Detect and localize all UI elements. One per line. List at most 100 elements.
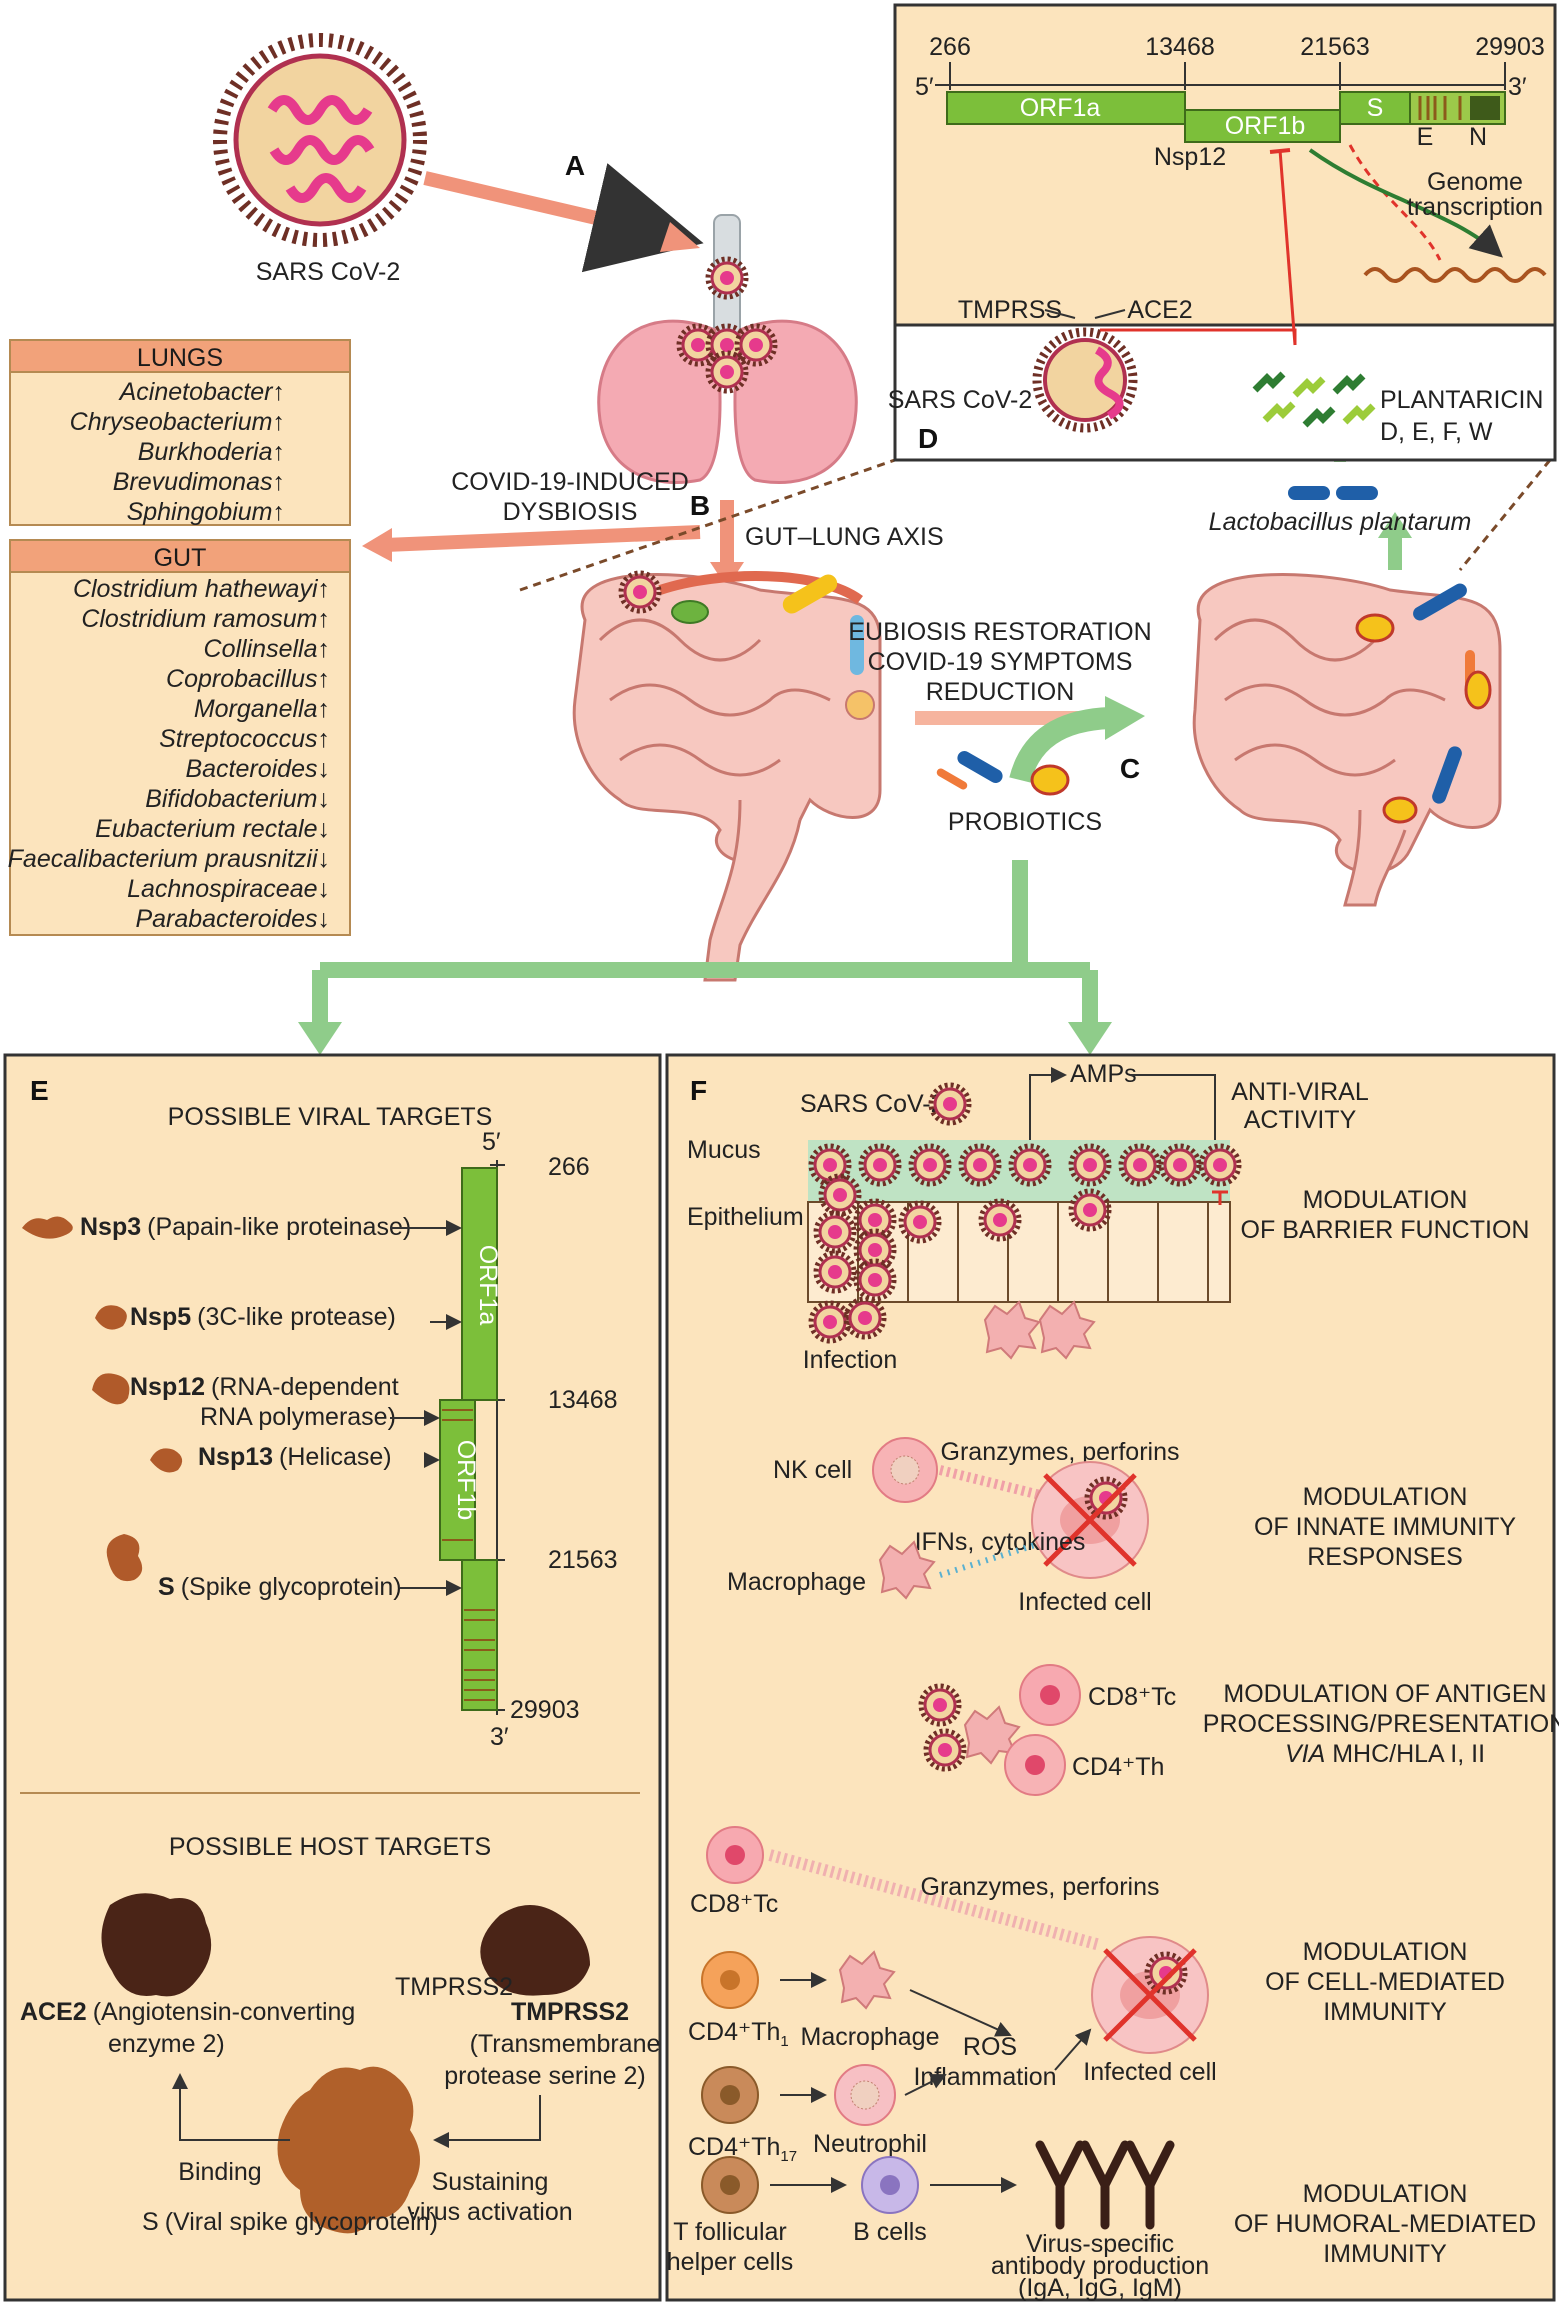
cd4-th1-label-text: CD4⁺Th xyxy=(688,2018,780,2046)
nsp5-protein-icon xyxy=(95,1305,127,1330)
genome-three-prime: 3′ xyxy=(1508,73,1527,101)
plantaricin-types: D, E, F, W xyxy=(1380,418,1493,446)
nsp13-name: Nsp13(Helicase) xyxy=(198,1443,392,1471)
antigen-line2: PROCESSING/PRESENTATION xyxy=(1203,1710,1559,1738)
lungs-microbiota-box: LUNGS Acinetobacter↑ Chryseobacterium↑ B… xyxy=(9,339,351,526)
cd4-th17-sub: 17 xyxy=(780,2148,797,2165)
innate-line2: OF INNATE IMMUNITY xyxy=(1254,1513,1516,1541)
b-cell-icon xyxy=(861,2156,919,2214)
gut-microbiota-box: GUT Clostridium hathewayi↑ Clostridium r… xyxy=(8,539,351,936)
humoral-line1: MODULATION xyxy=(1303,2180,1468,2208)
gut-item: Bifidobacterium↓ xyxy=(145,785,330,813)
orf1b-segment xyxy=(1184,109,1341,143)
ros-label: ROS xyxy=(963,2033,1017,2061)
nsp3-name-text: Nsp3 xyxy=(80,1213,141,1241)
panel-label-c: C xyxy=(1120,753,1140,784)
e-orf1a-label: ORF1a xyxy=(474,1245,502,1326)
cell-mediated-line3: IMMUNITY xyxy=(1323,1998,1447,2026)
e-orf1b-segment xyxy=(439,1399,476,1561)
spike-name-text: S xyxy=(158,1573,175,1601)
panel-label-d: D xyxy=(918,423,938,454)
neutrophil-icon xyxy=(834,2064,896,2126)
probiotics-arrow xyxy=(1009,707,1111,784)
panel-f: F SARS CoV-2 AMPs ANTI-VIRAL ACTIVITY Mu… xyxy=(665,1053,1559,2302)
amps-label: AMPs xyxy=(1070,1060,1137,1088)
gut-item: Morganella↑ xyxy=(194,695,330,723)
humoral-line3: IMMUNITY xyxy=(1323,2240,1447,2268)
gut-item: Clostridium ramosum↑ xyxy=(81,605,330,633)
spike-host-name-text: S xyxy=(142,2208,159,2236)
tfh-label-line1: T follicular xyxy=(673,2218,786,2246)
infection-label: Infection xyxy=(803,1346,898,1374)
e-three-prime: 3′ xyxy=(490,1723,509,1751)
nsp5-name-text: Nsp5 xyxy=(130,1303,191,1331)
tfh-label-line2: helper cells xyxy=(667,2248,793,2276)
eubiosis-label-line2: COVID-19 SYMPTOMS xyxy=(868,648,1133,676)
genome-pos-266: 266 xyxy=(929,33,971,61)
spike-host-desc: (Viral spike glycoprotein) xyxy=(165,2208,438,2236)
nsp5-name: Nsp5(3C-like protease) xyxy=(130,1303,396,1331)
nk-cell-icon xyxy=(872,1437,938,1503)
lungs-item: Acinetobacter↑ xyxy=(118,378,285,406)
antibody-icon xyxy=(1035,2140,1175,2230)
macrophage-icon-2 xyxy=(838,1950,896,2010)
probiotics-distribution-arrow xyxy=(312,860,1098,1030)
lactobacillus-arrow-head xyxy=(1378,512,1412,538)
mucus-label: Mucus xyxy=(687,1136,761,1164)
s-segment xyxy=(1339,91,1411,125)
nsp12-protein-icon xyxy=(92,1373,130,1405)
e-five-prime: 5′ xyxy=(482,1128,501,1156)
e-label: E xyxy=(1417,123,1434,151)
tfh-cell-icon xyxy=(701,2156,759,2214)
macrophage-label-1: Macrophage xyxy=(727,1568,866,1596)
innate-line1: MODULATION xyxy=(1303,1483,1468,1511)
genome-five-prime: 5′ xyxy=(915,73,934,101)
cd8-tc-icon-1 xyxy=(1019,1664,1081,1726)
immune-cell-icon xyxy=(983,1300,1096,1360)
viral-targets-title: POSSIBLE VIRAL TARGETS xyxy=(168,1103,493,1131)
lungs-item: Brevudimonas↑ xyxy=(113,468,285,496)
arrow-head-to-f xyxy=(1068,1022,1112,1055)
gut-item: Parabacteroides↓ xyxy=(135,905,330,933)
ace2-label: ACE2 xyxy=(1127,296,1192,324)
virus-d-label: SARS CoV-2 xyxy=(888,386,1033,414)
ace2-desc-text: (Angiotensin-converting xyxy=(93,1998,356,2026)
antibody-label-line3: (IgA, IgG, IgM) xyxy=(1018,2274,1182,2302)
antigen-line1: MODULATION OF ANTIGEN xyxy=(1223,1680,1546,1708)
sustaining-label-line2: virus activation xyxy=(407,2198,572,2226)
dysbiosis-arrow-head xyxy=(362,528,392,562)
spike-host-name: S(Viral spike glycoprotein) xyxy=(142,2208,438,2236)
macrophage-label-2: Macrophage xyxy=(801,2023,940,2051)
orf1b-label: ORF1b xyxy=(1225,112,1306,140)
panel-label-e: E xyxy=(30,1075,49,1106)
nsp3-desc: (Papain-like proteinase) xyxy=(147,1213,411,1241)
neutrophil-label: Neutrophil xyxy=(813,2130,927,2158)
antibody-label-line1: Virus-specific xyxy=(1026,2230,1174,2258)
binding-label: Binding xyxy=(178,2158,261,2186)
cell-mediated-line2: OF CELL-MEDIATED xyxy=(1265,1968,1505,1996)
cell-mediated-line1: MODULATION xyxy=(1303,1938,1468,1966)
epithelium-label: Epithelium xyxy=(687,1203,804,1231)
e-pos-266: 266 xyxy=(548,1153,590,1181)
zoom-line-right xyxy=(1458,459,1552,571)
cd8-tc-label-2: CD8⁺Tc xyxy=(690,1890,778,1918)
panel-label-b: B xyxy=(690,490,710,521)
ace2-label-line1: ACE2(Angiotensin-converting xyxy=(20,1998,355,2026)
genome-pos-13468: 13468 xyxy=(1145,33,1215,61)
panel-label-a: A xyxy=(565,150,585,181)
genome-pos-21563: 21563 xyxy=(1300,33,1370,61)
dysbiosis-arrow xyxy=(384,525,701,552)
barrier-line2: OF BARRIER FUNCTION xyxy=(1241,1216,1530,1244)
granzymes-label-1: Granzymes, perforins xyxy=(941,1438,1180,1466)
dysbiosis-label-line1: COVID-19-INDUCED xyxy=(451,468,689,496)
antibody-label-line2: antibody production xyxy=(991,2252,1209,2280)
nsp3-protein-icon xyxy=(22,1216,73,1239)
s-label: S xyxy=(1367,94,1384,122)
healthy-intestine-illustration xyxy=(1192,573,1502,907)
arrow-to-lungs xyxy=(423,163,704,273)
panel-label-f: F xyxy=(690,1075,707,1106)
transcription-label-line1: Genome xyxy=(1427,168,1523,196)
anti-viral-line1: ANTI-VIRAL xyxy=(1231,1078,1369,1106)
cd4-th1-sub: 1 xyxy=(780,2033,788,2050)
nsp12-desc-line2: RNA polymerase) xyxy=(200,1403,396,1431)
